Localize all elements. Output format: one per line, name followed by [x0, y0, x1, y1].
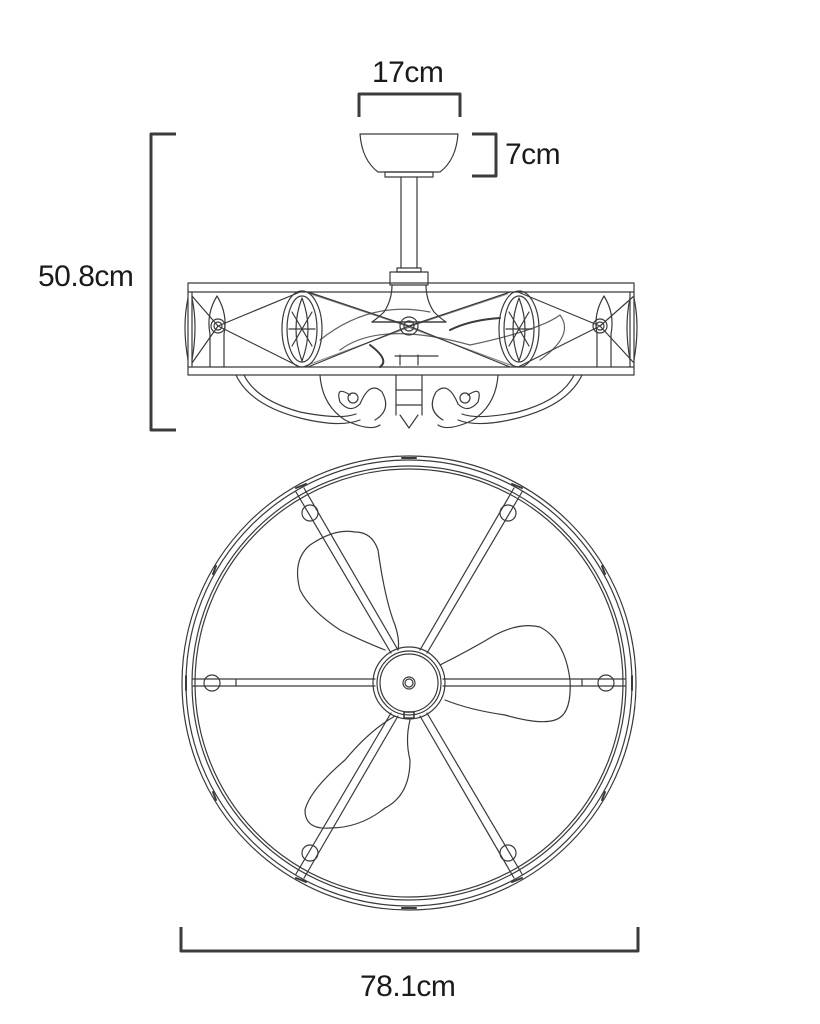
cage-spokes [192, 487, 626, 879]
downrod [389, 176, 429, 286]
drum-cage [184, 282, 638, 376]
side-elevation-view [184, 133, 638, 429]
canopy-height-bracket [472, 132, 498, 178]
scroll-arms [235, 374, 583, 429]
fan-blade-2 [439, 625, 571, 723]
canopy [359, 133, 459, 178]
fan-blade-1 [297, 530, 400, 651]
canopy-width-label: 17cm [372, 56, 444, 89]
canopy-width-bracket [357, 92, 462, 117]
motor-hub [372, 646, 446, 720]
canopy-height-label: 7cm [505, 138, 561, 171]
motor-housing [371, 284, 447, 366]
fan-blades [297, 530, 571, 829]
overall-height-bracket [149, 132, 176, 432]
overall-width-bracket [179, 927, 640, 953]
overall-height-label: 50.8cm [38, 260, 134, 293]
cage-rings [181, 455, 637, 911]
ring-ornaments [185, 457, 633, 909]
bottom-plan-view [181, 455, 637, 911]
fan-blade-3 [304, 715, 411, 829]
overall-diameter-label: 78.1cm [360, 970, 456, 1003]
dimension-brackets [149, 92, 640, 953]
